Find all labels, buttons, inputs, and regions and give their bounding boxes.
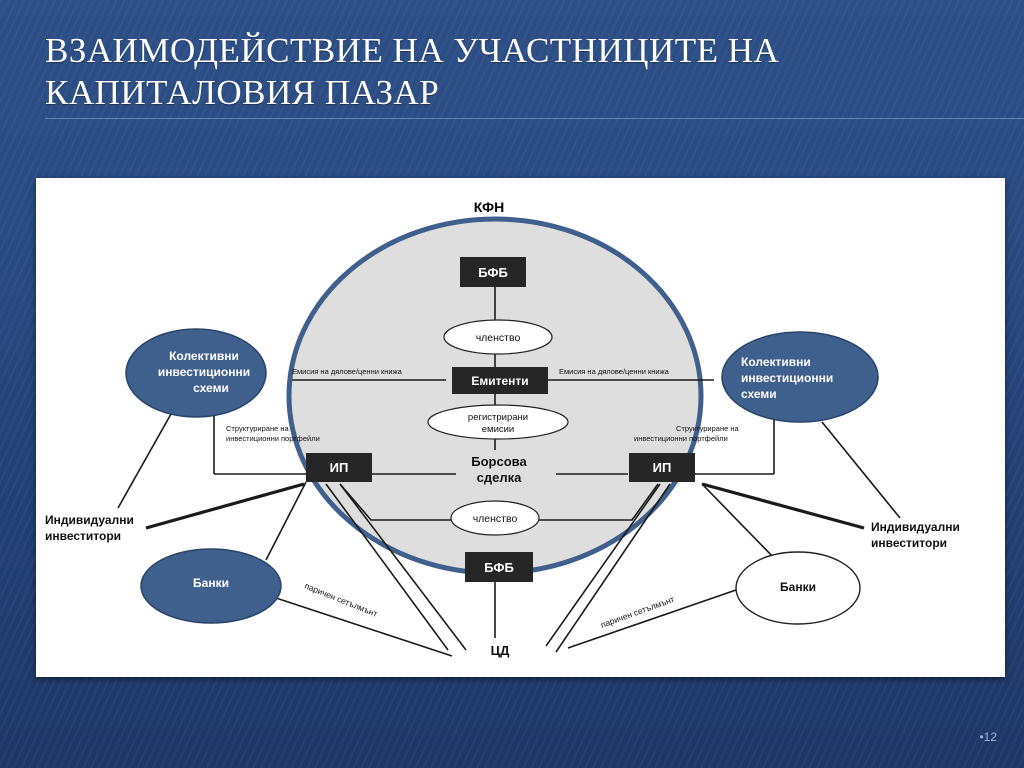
banks-left-label: Банки <box>193 576 229 590</box>
exchange-deal-line1: Борсова <box>471 454 527 469</box>
investors-right-line2: инвеститори <box>871 536 947 550</box>
registered-issues-ellipse <box>427 404 569 440</box>
investors-left-line2: инвеститори <box>45 529 121 543</box>
diagram-panel: КФН БФБ членство Емитенти регистрирани е… <box>36 178 1005 677</box>
membership-top-ellipse <box>443 319 553 355</box>
membership-bottom-label: членство <box>473 513 518 525</box>
cis-left-line2: инвестиционни <box>158 365 250 379</box>
registered-issues-line1: регистрирани <box>468 412 528 423</box>
depository-label: ЦД <box>491 643 510 658</box>
cis-left-ellipse <box>125 328 267 418</box>
cis-right-line3: схеми <box>741 387 777 401</box>
investors-right-line1: Индивидуални <box>871 520 960 534</box>
membership-top-label: членство <box>476 332 521 344</box>
portfolio-right-line1: Структуриране на <box>676 424 739 433</box>
cis-right-line2: инвестиционни <box>741 371 833 385</box>
units-issue-left-label: Емисия на дялове/ценни книжа <box>292 367 403 376</box>
units-issue-right-label: Емисия на дялове/ценни книжа <box>559 367 670 376</box>
cash-settlement-left-label: паричен сетълмънт <box>303 581 379 619</box>
title-divider <box>45 118 1024 119</box>
portfolio-left-line2: инвестиционни портфейли <box>226 434 320 443</box>
exchange-bottom-label: БФБ <box>484 560 514 575</box>
slide-title: ВЗАИМОДЕЙСТВИЕ НА УЧАСТНИЦИТЕ НА КАПИТАЛ… <box>45 31 780 112</box>
slide-number: •12 <box>979 730 997 744</box>
banks-right-label: Банки <box>780 580 816 594</box>
portfolio-right-line2: инвестиционни портфейли <box>634 434 728 443</box>
ip-left-label: ИП <box>330 460 349 475</box>
capital-market-diagram: КФН БФБ членство Емитенти регистрирани е… <box>45 199 960 658</box>
banks-left-ellipse <box>140 548 282 624</box>
cis-right-ellipse <box>721 331 879 423</box>
investors-left-line1: Индивидуални <box>45 513 134 527</box>
issuers-box <box>452 367 548 394</box>
ip-left-box <box>306 453 372 482</box>
banks-right-ellipse <box>735 551 861 625</box>
cis-right-line1: Колективни <box>741 355 811 369</box>
exchange-bottom-box <box>465 552 533 582</box>
exchange-deal-line2: сделка <box>477 470 522 485</box>
cis-left-line1: Колективни <box>169 349 239 363</box>
regulator-label: КФН <box>474 199 504 215</box>
ip-right-label: ИП <box>653 460 672 475</box>
ip-right-box <box>629 453 695 482</box>
registered-issues-line2: емисии <box>482 424 515 435</box>
investor-links <box>145 482 865 530</box>
membership-bottom-ellipse <box>450 500 540 536</box>
exchange-top-label: БФБ <box>478 265 508 280</box>
issuers-label: Емитенти <box>471 374 528 388</box>
cis-left-line3: схеми <box>193 381 229 395</box>
connector-lines <box>117 286 901 657</box>
exchange-top-box <box>460 257 526 287</box>
portfolio-left-line1: Структуриране на <box>226 424 289 433</box>
